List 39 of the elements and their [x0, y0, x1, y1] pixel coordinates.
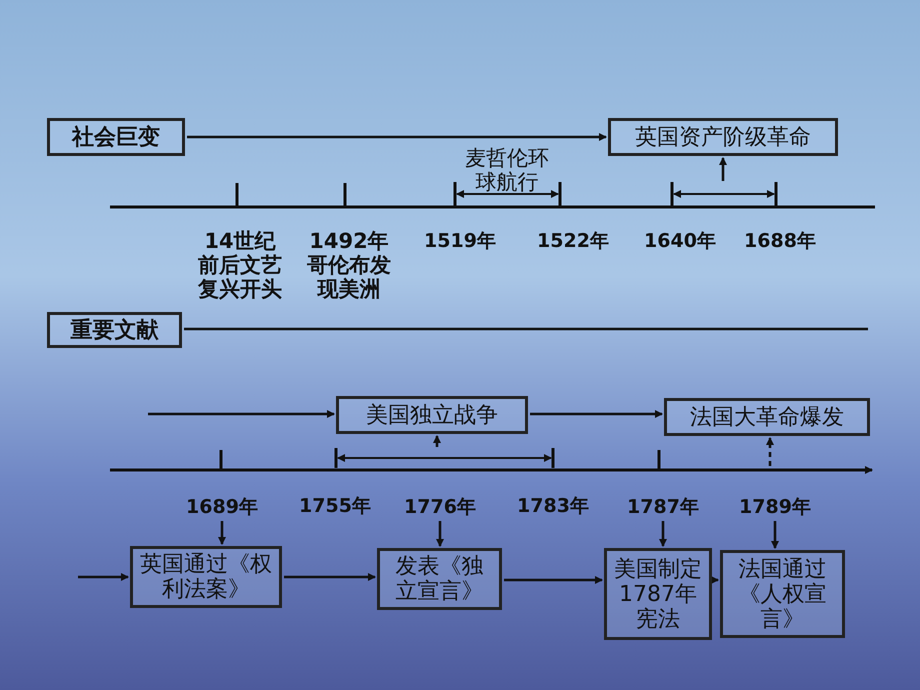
arrow: [530, 410, 663, 418]
arrow: [436, 521, 444, 547]
arrow: [148, 410, 335, 418]
arrow: [187, 133, 607, 141]
arrow: [766, 437, 774, 466]
year-label: 1755年: [298, 494, 372, 518]
event-box: 发表《独立宣言》: [377, 548, 502, 610]
arrow: [711, 576, 719, 584]
event-box: 英国资产阶级革命: [608, 118, 838, 156]
year-label: 1640年: [643, 229, 717, 253]
arrow: [433, 435, 441, 447]
year-label: 1783年: [516, 494, 590, 518]
event-box: 美国独立战争: [336, 396, 528, 434]
event-note: 1492年哥伦布发现美洲: [307, 229, 391, 301]
year-label: 1688年: [743, 229, 817, 253]
connector-line: [184, 328, 868, 330]
arrow: [218, 521, 226, 545]
arrow: [659, 521, 667, 547]
range-bracket: [334, 448, 554, 468]
year-label: 1787年: [623, 494, 703, 520]
range-label: 麦哲伦环球航行: [464, 146, 550, 194]
year-label: 1776年: [400, 494, 480, 520]
event-box: 英国通过《权利法案》: [130, 546, 282, 608]
arrow: [719, 157, 727, 181]
category-box: 重要文献: [47, 312, 182, 348]
category-box: 社会巨变: [47, 118, 185, 156]
event-note: 14世纪前后文艺复兴开头: [198, 229, 282, 301]
year-label: 1689年: [182, 494, 262, 520]
year-label: 1519年: [423, 229, 497, 253]
year-label: 1522年: [536, 229, 610, 253]
range-bracket: [670, 182, 778, 206]
event-box: 法国通过《人权宣言》: [720, 550, 845, 638]
event-box: 法国大革命爆发: [664, 398, 870, 436]
arrow: [504, 576, 603, 584]
event-box: 美国制定1787年宪法: [604, 548, 712, 640]
arrow: [284, 573, 376, 581]
arrow: [771, 521, 779, 549]
year-label: 1789年: [735, 494, 815, 520]
arrow: [78, 573, 129, 581]
